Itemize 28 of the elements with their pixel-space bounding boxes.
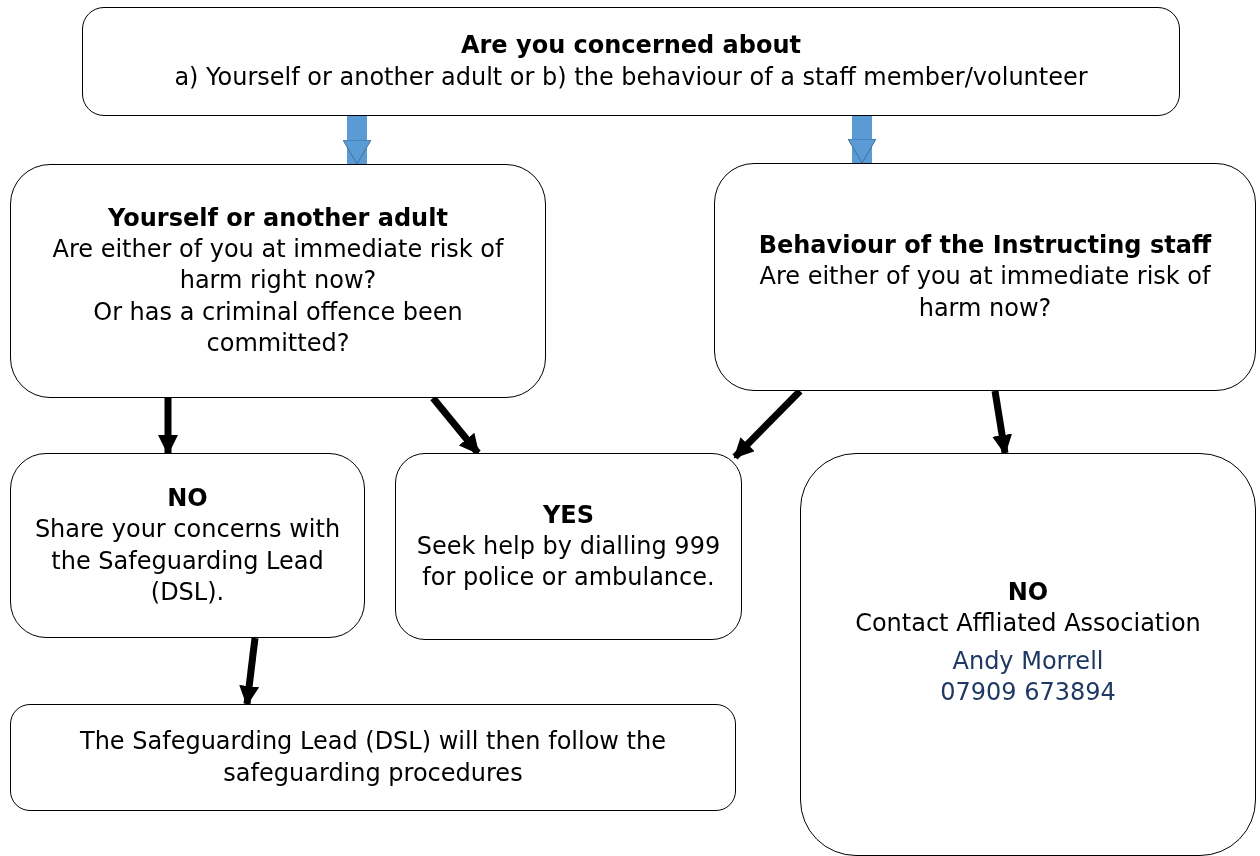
arrow [342, 116, 372, 165]
box-text: Share your concerns with the Safeguarding Lead (DSL). [33, 514, 342, 608]
box-text: Seek help by dialling 999 for police or ambulance. [415, 530, 722, 594]
process-box [800, 453, 1256, 856]
arrow [991, 390, 1012, 455]
box-text: a) Yourself or another adult or b) the behaviour of a staff member/volunteer [174, 61, 1088, 93]
box-heading: NO [1007, 577, 1049, 609]
process-box [395, 453, 742, 640]
process-box [10, 453, 365, 638]
arrow [239, 637, 260, 706]
process-box [10, 704, 736, 811]
process-box [714, 163, 1256, 391]
box-text: Are either of you at immediate risk of harm now? [758, 261, 1212, 324]
box-heading: Are you concerned about [460, 30, 802, 62]
box-text: Andy Morrell [952, 645, 1104, 677]
box-text: Contact Affliated Association [855, 608, 1201, 640]
box-heading: Yourself or another adult [108, 203, 448, 235]
box-heading: Behaviour of the Instructing staff [758, 230, 1212, 262]
box-text: The Safeguarding Lead (DSL) will then follow the safeguarding procedures [79, 726, 667, 789]
process-box [82, 7, 1180, 116]
box-text: 07909 673894 [940, 676, 1116, 708]
box-heading: YES [542, 499, 595, 531]
arrow [847, 116, 877, 164]
box-text: Are either of you at immediate risk of harm right now? [51, 234, 505, 297]
process-box [10, 164, 546, 398]
box-text: Or has a criminal offence been committed? [92, 296, 464, 359]
arrow [158, 398, 178, 455]
box-heading: NO [167, 483, 208, 515]
